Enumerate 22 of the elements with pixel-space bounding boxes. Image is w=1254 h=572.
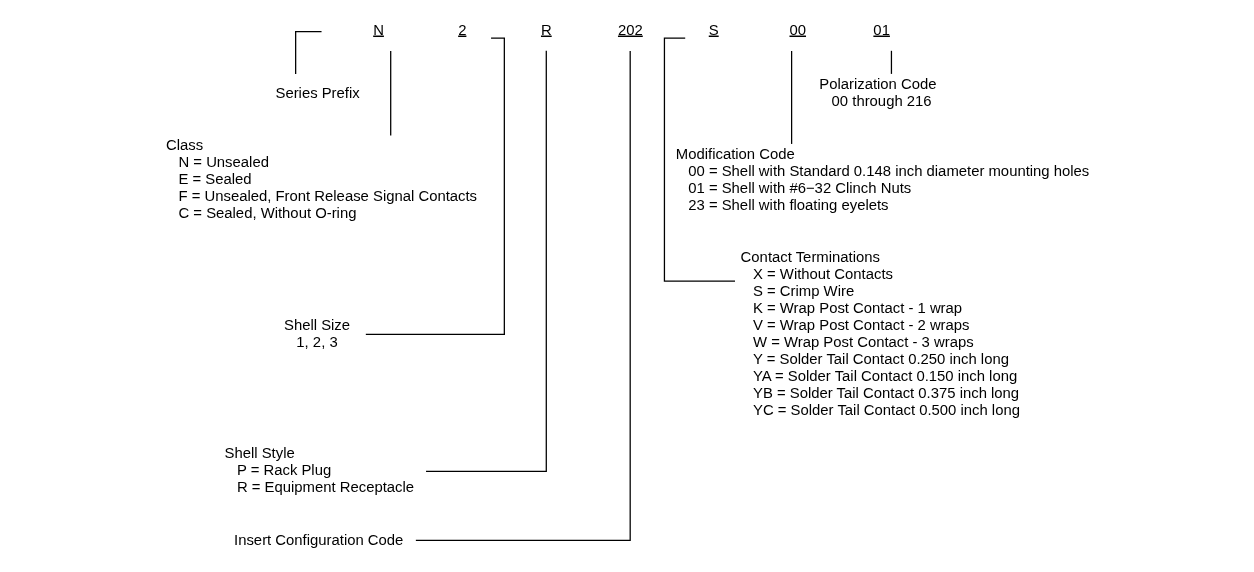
node-text: Shell Style P = Rack Plug R = Equipment Receptacle bbox=[224, 445, 415, 496]
node-text: Series Prefix bbox=[275, 84, 360, 101]
node-text: Shell Size 1, 2, 3 bbox=[283, 316, 351, 350]
connector bbox=[295, 31, 323, 75]
connector bbox=[663, 37, 736, 282]
node-text: R bbox=[540, 21, 552, 38]
node-text: Class N = Unsealed E = Sealed F = Unsealed, Front Release Signal Contacts C = Sealed, Without O-ring bbox=[166, 137, 478, 222]
node-text: 202 bbox=[617, 21, 643, 38]
connector bbox=[425, 50, 547, 472]
connector bbox=[415, 50, 631, 541]
node-text: 2 bbox=[458, 21, 467, 38]
node-text: 01 bbox=[873, 21, 890, 38]
node-text: Polarization Code 00 through 216 bbox=[819, 76, 937, 110]
connector bbox=[790, 50, 793, 145]
node-text: N bbox=[373, 21, 384, 38]
node-text: Modification Code 00 = Shell with Standard 0.148 inch diameter mounting holes 01 = Shell with #6−32 Clinch Nuts 23 = Shell with floating eyelets bbox=[675, 145, 1090, 213]
node-text: S bbox=[708, 21, 719, 38]
node-text: Contact Terminations X = Without Contacts S = Crimp Wire K = Wrap Post Contact - 1 wrap V = Wrap Post Contact - 2 wraps W = Wrap Post Contact - 3 wraps Y = Solder Tail Contact 0.250 inch long YA = Solder Tail Contact 0.150 inch long YB = Solder Tail Contact 0.375 inch long YC = Solder Tail Contact 0.500 inch long bbox=[740, 248, 1020, 418]
node-text: Insert Configuration Code bbox=[234, 531, 404, 548]
node-text: 00 bbox=[789, 21, 807, 38]
connector bbox=[890, 50, 893, 75]
connector bbox=[390, 50, 392, 137]
